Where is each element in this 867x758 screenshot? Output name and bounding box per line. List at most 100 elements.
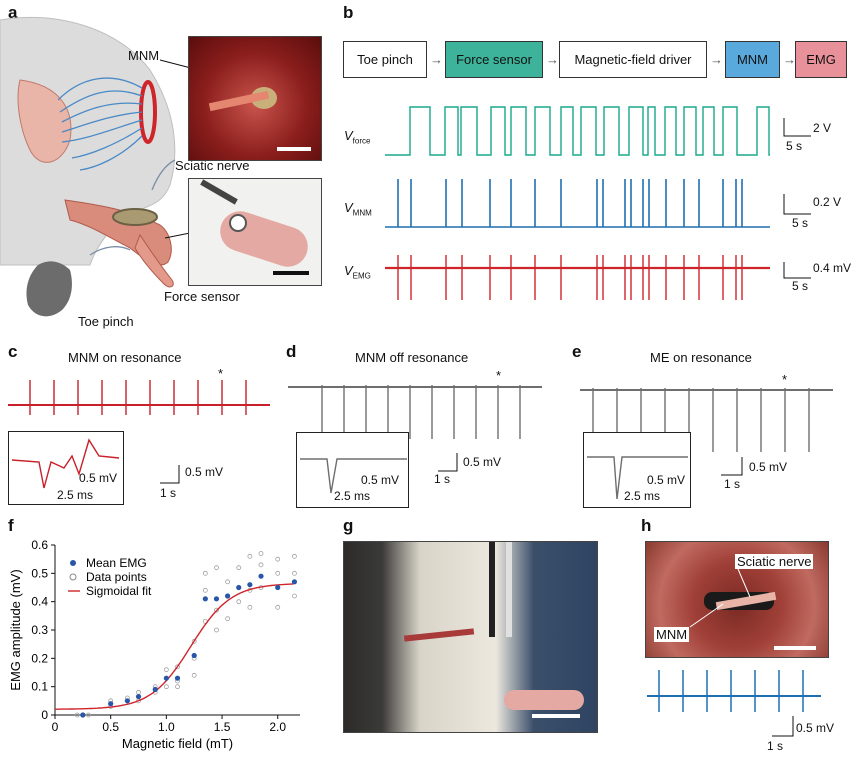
- scale-t-mnm: 5 s: [792, 216, 809, 230]
- mean-point: [191, 652, 197, 659]
- x-tick-label: 1.0: [158, 720, 175, 734]
- legend-label: Data points: [86, 570, 147, 584]
- legend-mean-marker: [70, 560, 76, 566]
- mean-point: [202, 596, 208, 602]
- inset-t-e: 2.5 ms: [624, 489, 661, 503]
- inset-c-waveform: [11, 438, 120, 489]
- data-point: [225, 616, 231, 622]
- panel-label-b: b: [343, 3, 354, 22]
- flow-arrow-icon: →: [546, 52, 559, 67]
- photo-force-sensor: [188, 178, 322, 286]
- leader-lines-h: [689, 568, 751, 628]
- x-axis-label: Magnetic field (mT): [122, 736, 233, 751]
- y-tick-label: 0.6: [31, 538, 48, 552]
- inset-v-e: 0.5 mV: [647, 473, 686, 487]
- legend-label: Mean EMG: [86, 556, 147, 570]
- data-point: [247, 604, 253, 610]
- scalebar-h: [772, 716, 794, 737]
- sigmoid-fit-line: [55, 583, 294, 710]
- star-c: *: [218, 366, 224, 381]
- mean-point: [80, 712, 86, 718]
- title-c: MNM on resonance: [68, 350, 182, 365]
- panel-label-g: g: [343, 516, 354, 535]
- title-d: MNM off resonance: [355, 350, 469, 365]
- legend-data-marker: [69, 573, 77, 581]
- panel-label-d: d: [286, 342, 297, 361]
- x-tick-label: 1.5: [214, 720, 231, 734]
- y-tick-label: 0.2: [31, 651, 48, 665]
- panel-label-a: a: [8, 3, 18, 22]
- star-d: *: [496, 368, 502, 383]
- star-e: *: [782, 372, 788, 387]
- label-vemg: VEMG: [344, 263, 371, 281]
- inset-e: [583, 432, 691, 508]
- data-point: [214, 627, 219, 633]
- trace-panel-h: [647, 670, 821, 712]
- scale-v-c: 0.5 mV: [185, 465, 224, 479]
- scalebar-e: [721, 457, 743, 476]
- scale-t-h: 1 s: [767, 739, 784, 753]
- scale-v-e: 0.5 mV: [749, 460, 788, 474]
- flow-emg: EMG: [795, 41, 847, 78]
- data-point: [163, 667, 169, 673]
- data-point: [292, 593, 297, 599]
- label-sciatic-h: Sciatic nerve: [735, 554, 814, 569]
- data-point: [191, 638, 197, 644]
- mean-point: [213, 596, 220, 602]
- mean-point: [124, 698, 130, 704]
- trace-panel-c: [8, 380, 270, 415]
- flow-magnetic-driver: Magnetic-field driver: [559, 41, 707, 78]
- inset-v-d: 0.5 mV: [361, 473, 400, 487]
- data-point: [258, 551, 264, 556]
- scale-t-e: 1 s: [724, 477, 741, 491]
- inset-v-c: 0.5 mV: [79, 471, 118, 485]
- data-point: [191, 672, 197, 678]
- y-tick-label: 0.3: [31, 623, 48, 637]
- scale-t-force: 5 s: [786, 139, 803, 153]
- scale-t-d: 1 s: [434, 472, 451, 486]
- data-point: [86, 712, 91, 718]
- scalebar-b: [783, 118, 811, 279]
- label-sciatic-a: Sciatic nerve: [175, 158, 250, 173]
- data-point: [202, 587, 208, 593]
- mean-point: [247, 582, 253, 588]
- inset-d: [296, 432, 409, 508]
- data-point: [275, 570, 281, 576]
- data-point: [202, 570, 208, 576]
- data-point: [214, 565, 219, 571]
- mean-point: [236, 584, 242, 591]
- label-vforce: Vforce: [344, 128, 371, 146]
- data-point: [136, 689, 141, 695]
- y-tick-label: 0.1: [31, 680, 48, 694]
- mean-point: [152, 686, 158, 693]
- inset-e-waveform: [587, 456, 688, 500]
- panel-label-h: h: [641, 516, 652, 535]
- x-tick-label: 0: [52, 720, 59, 734]
- rat-illustration: [0, 17, 246, 317]
- data-point: [247, 553, 253, 559]
- label-mnm-a: MNM: [128, 48, 160, 63]
- x-tick-label: 0.5: [102, 720, 119, 734]
- mean-point: [225, 593, 231, 599]
- flow-force-sensor: Force sensor: [445, 41, 543, 78]
- inset-c: [8, 431, 124, 505]
- flow-toe-pinch: Toe pinch: [343, 41, 427, 78]
- title-e: ME on resonance: [650, 350, 752, 365]
- label-mnm-h: MNM: [654, 627, 690, 642]
- data-point: [236, 565, 242, 571]
- photo-rat-implanted: [343, 541, 598, 733]
- trace-panel-b: [385, 106, 770, 300]
- data-point: [292, 553, 297, 559]
- scale-v-mnm: 0.2 V: [813, 195, 842, 209]
- inset-t-c: 2.5 ms: [57, 488, 94, 502]
- mean-point: [291, 579, 298, 585]
- data-point: [214, 607, 219, 613]
- label-toe-pinch-a: Toe pinch: [78, 314, 134, 329]
- data-point: [258, 562, 264, 568]
- label-force-sensor-a: Force sensor: [164, 289, 240, 304]
- panel-label-f: f: [8, 516, 14, 535]
- mean-point: [275, 584, 281, 591]
- data-point: [225, 579, 231, 585]
- flow-arrow-icon: →: [710, 52, 723, 67]
